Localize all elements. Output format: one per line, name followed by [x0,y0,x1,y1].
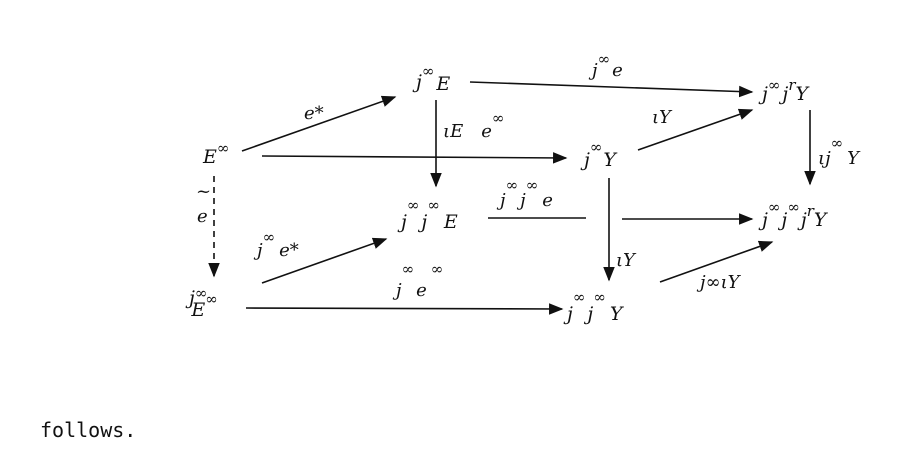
edge-e-to-jy [261,152,568,164]
node-j-y: j∞Y [580,138,618,171]
edge-j-e-inf [245,303,564,315]
node-j-e: j∞E [412,62,450,95]
node-j-j-r-y: j∞jrY [758,76,810,105]
node-j-j-e: j∞j∞E [397,196,458,233]
edge-j-e-star [261,237,388,284]
label-j-e: j∞e [588,50,623,81]
label-j-e-star: j∞e* [253,228,299,261]
edge-iota-y-top [637,108,754,151]
label-tilde: ~ [196,181,211,202]
node-j-j-j-r-y: j∞j∞jrY [758,198,829,231]
node-e-inf: E∞ [202,139,229,168]
label-iota-y-mid: ιY [616,250,637,271]
edge-e-star [241,95,397,152]
label-j-e-inf: j∞e∞ [392,260,443,301]
edge-j-iota-y [659,240,774,283]
label-e-tilde: e [197,206,208,227]
edge-j-e [469,81,754,98]
footer-text: follows. [40,418,137,442]
label-j-iota-y: j∞ιY [696,272,742,293]
label-jj-e: j∞j∞e [496,176,553,211]
label-iota-y-top: ιY [652,107,673,128]
label-e-star: e* [304,103,324,124]
node-j-j-y: j∞j∞Y [563,288,625,325]
label-iota-j-y: ιj∞Y [818,134,861,169]
node-j-e-inf: j∞E∞ [185,284,218,321]
